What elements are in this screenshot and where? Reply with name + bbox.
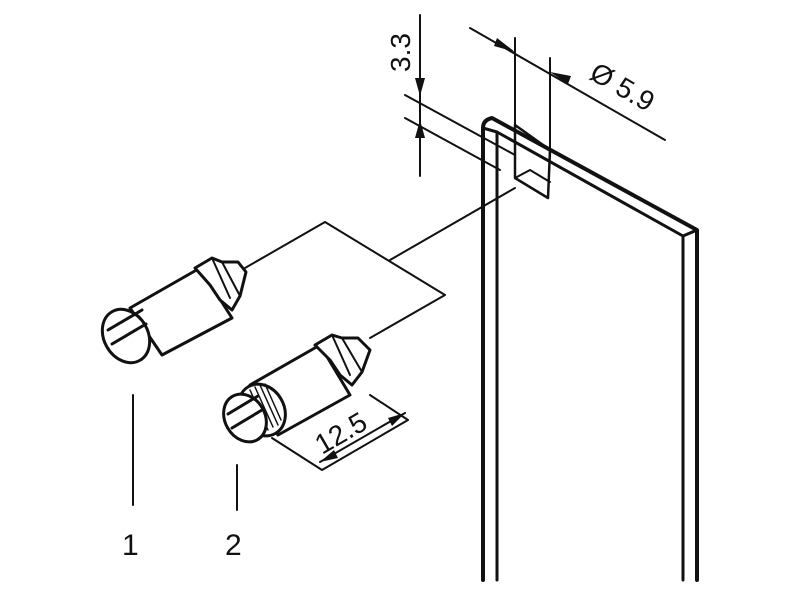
dimension-12-5-label: 12.5 [310, 406, 373, 460]
dimension-3-3-label: 3.3 [385, 33, 416, 72]
pin-2 [222, 333, 372, 444]
item-label-1: 1 [122, 394, 139, 562]
item-label-2: 2 [225, 464, 242, 562]
item-2-number: 2 [225, 529, 242, 562]
hole-slot [513, 123, 552, 200]
assembly-leader-lines [244, 187, 516, 339]
pin-1 [100, 256, 248, 365]
dimension-diameter-label: Ø 5.9 [585, 56, 660, 117]
item-1-number: 1 [122, 529, 139, 562]
dimension-3-3: 3.3 [385, 14, 516, 177]
glass-panel [481, 116, 699, 582]
